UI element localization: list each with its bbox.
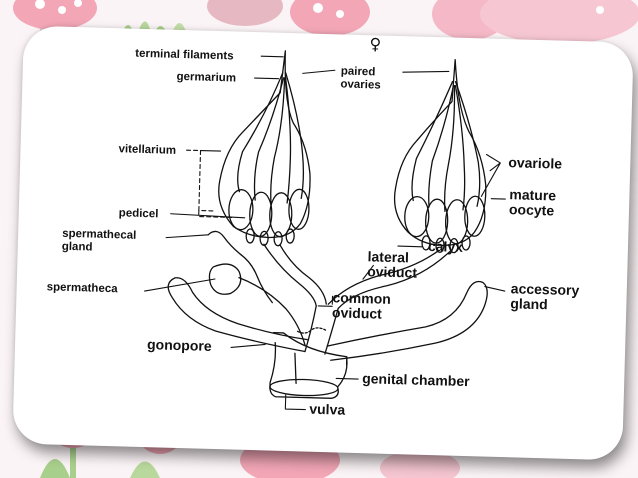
left-ovary xyxy=(218,50,311,247)
label-accessory-gland-line1: accessory xyxy=(511,280,580,298)
label-lateral-oviduct-line2: oviduct xyxy=(367,263,418,280)
label-lateral-oviduct-line1: lateral xyxy=(367,248,409,265)
accessory-gland xyxy=(326,280,488,361)
label-mature-oocyte-line1: mature xyxy=(509,186,556,203)
label-genital-chamber: genital chamber xyxy=(362,370,470,389)
label-spermathecal-gland-line2: gland xyxy=(62,241,93,254)
left-lateral-oviduct xyxy=(263,243,317,307)
female-reproductive-system-diagram: ♀ terminal filaments germarium paired ov… xyxy=(46,34,580,418)
label-vitellarium: vitellarium xyxy=(118,143,176,157)
common-oviduct xyxy=(304,305,317,353)
label-gonopore: gonopore xyxy=(147,336,212,354)
slide-card: ♀ terminal filaments germarium paired ov… xyxy=(12,25,634,461)
label-common-oviduct-line1: common xyxy=(332,289,391,307)
gonopore-organ xyxy=(296,327,327,334)
label-common-oviduct-line2: oviduct xyxy=(332,304,383,321)
label-mature-oocyte-line2: oocyte xyxy=(509,201,555,218)
female-symbol: ♀ xyxy=(369,34,381,53)
label-ovariole: ovariole xyxy=(508,154,562,171)
label-accessory-gland-line2: gland xyxy=(510,295,548,312)
label-vulva: vulva xyxy=(309,401,345,418)
mushroom-decoration-top-right xyxy=(480,0,638,44)
label-spermathecal-gland-line1: spermathecal xyxy=(62,228,136,242)
label-germarium: germarium xyxy=(176,71,236,85)
spermatheca-organ xyxy=(207,230,306,347)
right-ovary xyxy=(393,58,487,254)
label-pedicel: pedicel xyxy=(119,207,159,220)
label-paired-ovaries-line2: ovaries xyxy=(340,78,381,91)
label-terminal-filaments: terminal filaments xyxy=(135,48,234,63)
genital-chamber xyxy=(269,332,348,399)
label-calyx: calyx xyxy=(428,238,464,255)
label-paired-ovaries-line1: paired xyxy=(341,65,376,78)
leader-lines xyxy=(144,55,506,411)
right-lateral-oviduct xyxy=(327,250,439,305)
label-spermatheca: spermatheca xyxy=(46,281,118,295)
